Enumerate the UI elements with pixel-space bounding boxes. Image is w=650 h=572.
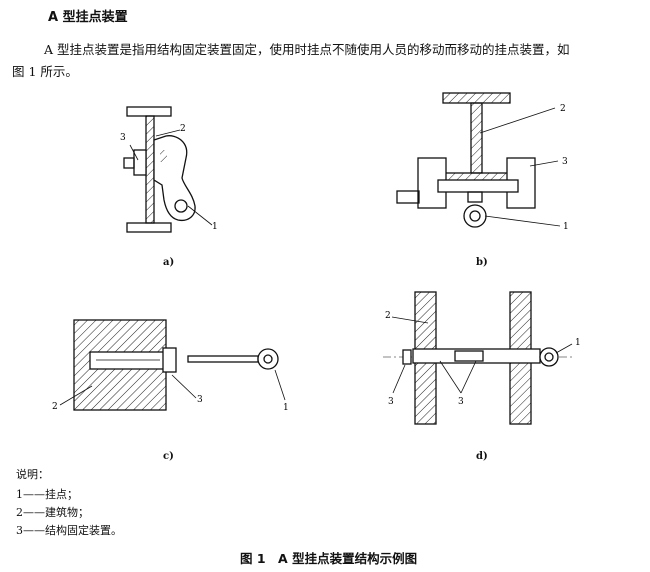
paragraph-line-1: A 型挂点装置是指用结构固定装置固定，使用时挂点不随使用人员的移动而移动的挂点装… (44, 42, 570, 57)
legend-item-2: 2——建筑物； (16, 506, 89, 519)
label-d-3b: 3 (458, 397, 464, 407)
label-c-1: 1 (283, 403, 289, 413)
paragraph-line-2: 图 1 所示。 (12, 64, 78, 79)
label-b-1: 1 (563, 222, 569, 232)
legend-item-3: 3——结构固定装置。 (16, 524, 122, 537)
label-c-2: 2 (52, 402, 58, 412)
label-c-3: 3 (197, 395, 203, 405)
caption-b: b) (476, 257, 488, 268)
figure-title: 图 1 A 型挂点装置结构示例图 (240, 551, 418, 566)
diagram-b (396, 92, 561, 228)
label-d-2: 2 (385, 311, 391, 321)
caption-d: d) (476, 451, 488, 462)
diagram-c (59, 319, 286, 411)
label-b-2: 2 (560, 104, 566, 114)
legend-item-1: 1——挂点； (16, 488, 78, 501)
label-a-2: 2 (180, 124, 186, 134)
legend-title: 说明： (16, 468, 49, 481)
caption-c: c) (163, 451, 174, 462)
label-d-1: 1 (575, 338, 581, 348)
label-a-3: 3 (120, 133, 126, 143)
label-d-3a: 3 (388, 397, 394, 407)
caption-a: a) (163, 257, 175, 268)
diagram-d (383, 291, 575, 425)
section-heading: A 型挂点装置 (48, 10, 128, 25)
diagram-a (123, 106, 213, 233)
label-b-3: 3 (562, 157, 568, 167)
label-a-1: 1 (212, 222, 218, 232)
